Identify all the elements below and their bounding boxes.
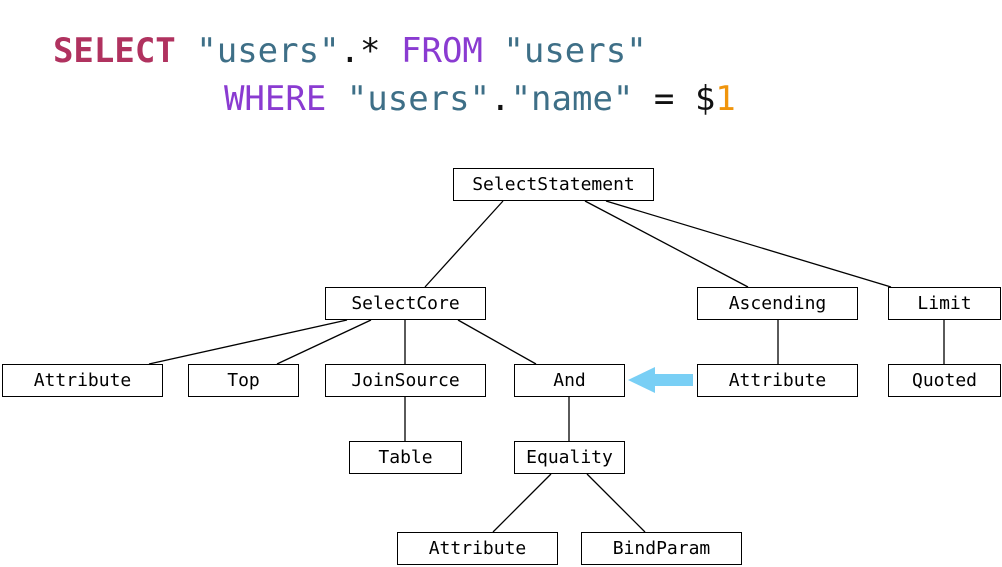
node-join-source: JoinSource	[325, 364, 486, 397]
node-select-core: SelectCore	[325, 287, 486, 320]
node-quoted: Quoted	[888, 364, 1001, 397]
sql-number-one: 1	[715, 79, 736, 119]
sql-operator-equals-dollar: = $	[633, 79, 716, 119]
node-table: Table	[349, 441, 462, 474]
edge-equality-attribute	[492, 473, 552, 533]
sql-operator-dot: .	[490, 79, 511, 119]
node-top: Top	[188, 364, 299, 397]
sql-line-1: SELECT "users".* FROM "users"	[12, 0, 647, 68]
edge-selectcore-and	[457, 319, 537, 365]
edge-selectcore-top	[276, 319, 372, 365]
edge-selectcore-attribute	[148, 319, 348, 365]
edge-selectstatement-limit	[605, 200, 892, 288]
node-attribute-ascending: Attribute	[697, 364, 858, 397]
sql-keyword-select: SELECT	[52, 31, 176, 71]
node-equality: Equality	[514, 441, 625, 474]
sql-string-users: "users"	[196, 31, 340, 71]
edge-equality-bindparam	[586, 473, 646, 533]
sql-operator-star: .*	[339, 31, 381, 71]
edge-selectstatement-ascending	[584, 200, 749, 288]
sql-keyword-where: WHERE	[223, 79, 327, 119]
sql-keyword-from: FROM	[401, 31, 483, 71]
node-limit: Limit	[888, 287, 1001, 320]
node-bind-param: BindParam	[581, 532, 742, 565]
node-ascending: Ascending	[697, 287, 858, 320]
left-arrow-icon	[628, 367, 693, 393]
node-attribute-equality: Attribute	[397, 532, 558, 565]
edge-selectstatement-selectcore	[424, 200, 504, 288]
sql-string-users: "users"	[503, 31, 647, 71]
sql-string-users: "users"	[346, 79, 491, 119]
node-select-statement: SelectStatement	[453, 168, 654, 201]
sql-string-name: "name"	[510, 79, 634, 119]
node-attribute: Attribute	[2, 364, 163, 397]
node-and: And	[514, 364, 625, 397]
sql-line-2: WHERE "users"."name" = $1	[183, 48, 736, 116]
